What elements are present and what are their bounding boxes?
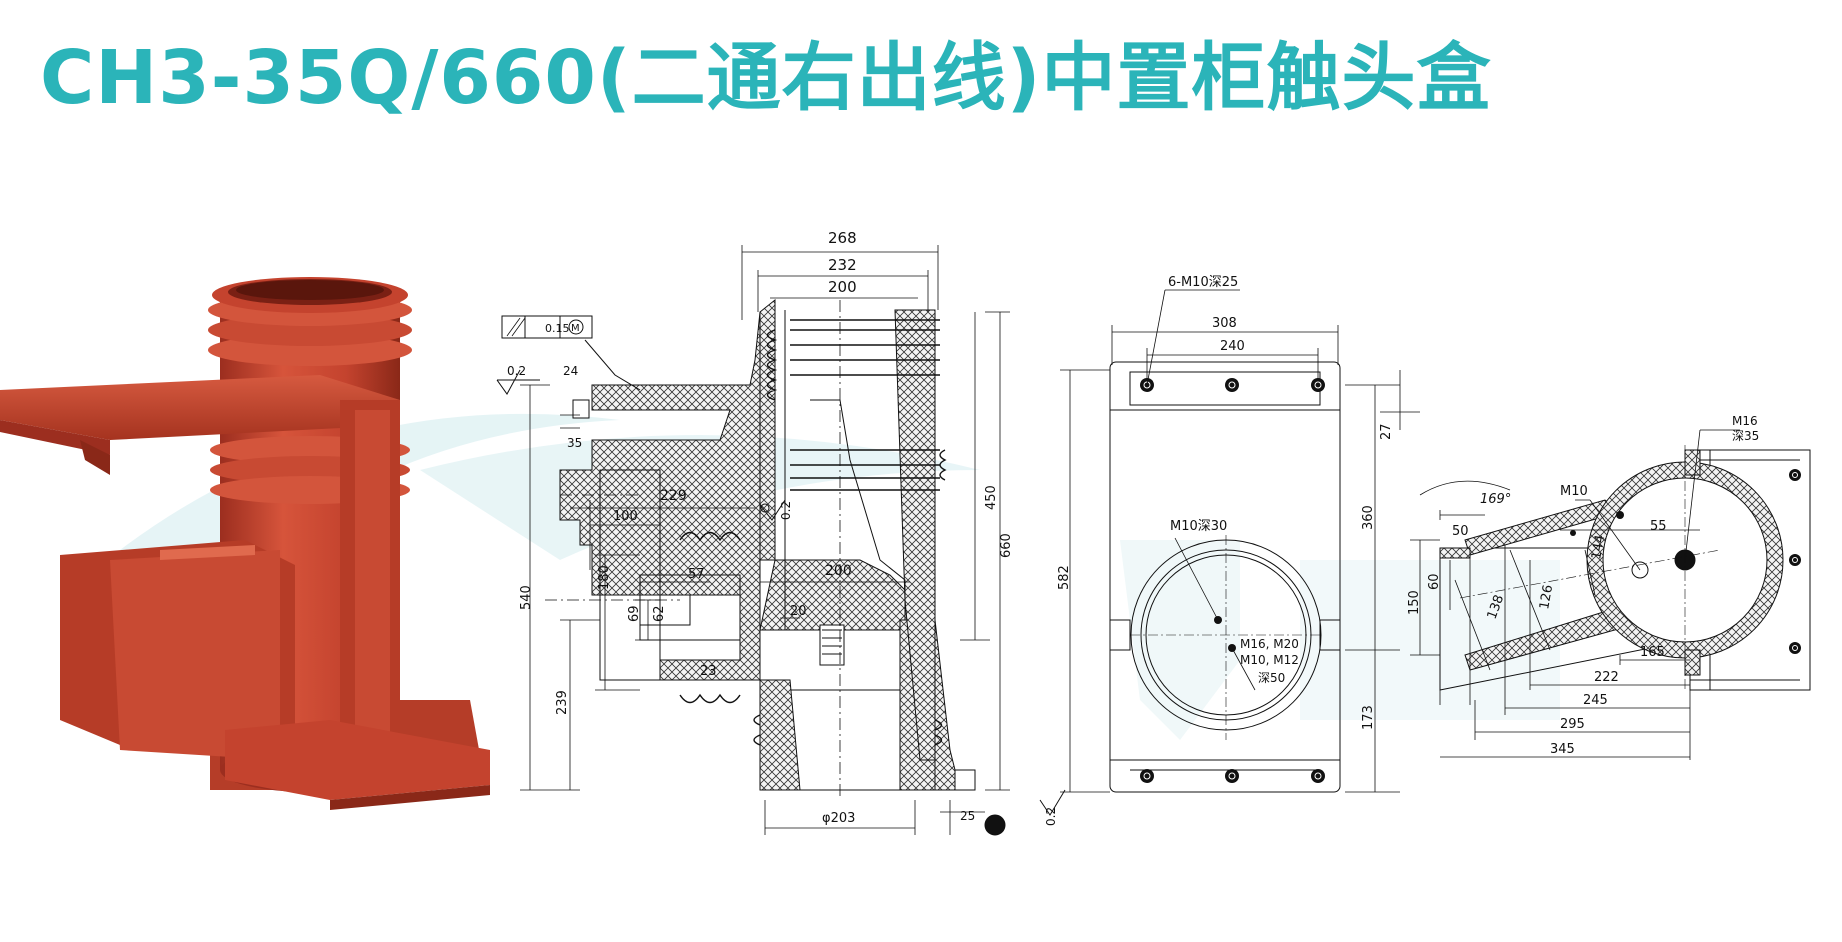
m10-note-top: M10 [1560,484,1588,499]
dim-222: 222 [1594,670,1619,685]
dim-308: 308 [1212,316,1237,331]
page-title: CH3-35Q/660(二通右出线)中置柜触头盒 [40,35,1492,121]
dim-229: 229 [660,488,687,504]
dim-62: 62 [652,605,667,622]
dim-660: 660 [999,533,1014,558]
top-view: M16 深35 M10 169° 50 60 150 138 126 144 5… [1407,414,1811,760]
dim-173: 173 [1361,705,1376,730]
thread-note-1: M16, M20 [1240,637,1299,651]
dim-69: 69 [627,605,642,622]
dim-582: 582 [1057,565,1072,590]
m10-note: M10深30 [1170,519,1227,534]
dim-200-top: 200 [828,278,857,296]
finish-b: 0.2 [779,501,793,520]
m16-depth: 深35 [1732,429,1759,443]
dim-25: 25 [960,809,975,823]
dim-24: 24 [563,364,578,378]
finish-c: 0.2 [1044,807,1058,826]
dim-200-mid: 200 [825,563,852,579]
dim-165: 165 [1640,645,1665,660]
side-section-view: 268 232 200 0.15 M 0.2 24 35 229 100 180… [496,229,1066,836]
tolerance-value: 0.15 [545,322,570,335]
finish-a: 0.2 [507,364,526,378]
dim-20: 20 [790,604,807,619]
dim-295: 295 [1560,717,1585,732]
dim-232: 232 [828,256,857,274]
thread-note-2: M10, M12 [1240,653,1299,667]
dim-360: 360 [1361,505,1376,530]
dim-60: 60 [1427,573,1442,590]
dim-268: 268 [828,229,857,247]
dim-57: 57 [688,567,705,582]
dim-55: 55 [1650,519,1667,534]
dim-203: φ203 [822,811,855,826]
dim-345: 345 [1550,742,1575,757]
dim-35: 35 [567,436,582,450]
dim-50: 50 [1452,524,1469,539]
product-render [0,277,490,810]
dim-27: 27 [1379,423,1394,440]
dim-240: 240 [1220,339,1245,354]
thread-note-3: 深50 [1258,671,1285,685]
dim-180: 180 [597,565,612,590]
m16-note: M16 [1732,414,1758,428]
dim-23: 23 [700,664,717,679]
dim-126: 126 [1537,584,1556,611]
angle-169: 169° [1480,492,1511,507]
front-view: 6-M10深25 308 240 27 360 582 173 M10深30 M… [1057,275,1420,793]
dim-150: 150 [1407,590,1422,615]
holes-note: 6-M10深25 [1168,275,1238,290]
tolerance-modifier: M [571,323,580,334]
dim-245: 245 [1583,693,1608,708]
dim-239: 239 [555,690,570,715]
dim-100: 100 [613,509,638,524]
dim-540: 540 [519,585,534,610]
dim-144: 144 [1589,534,1608,561]
dim-450: 450 [984,485,999,510]
